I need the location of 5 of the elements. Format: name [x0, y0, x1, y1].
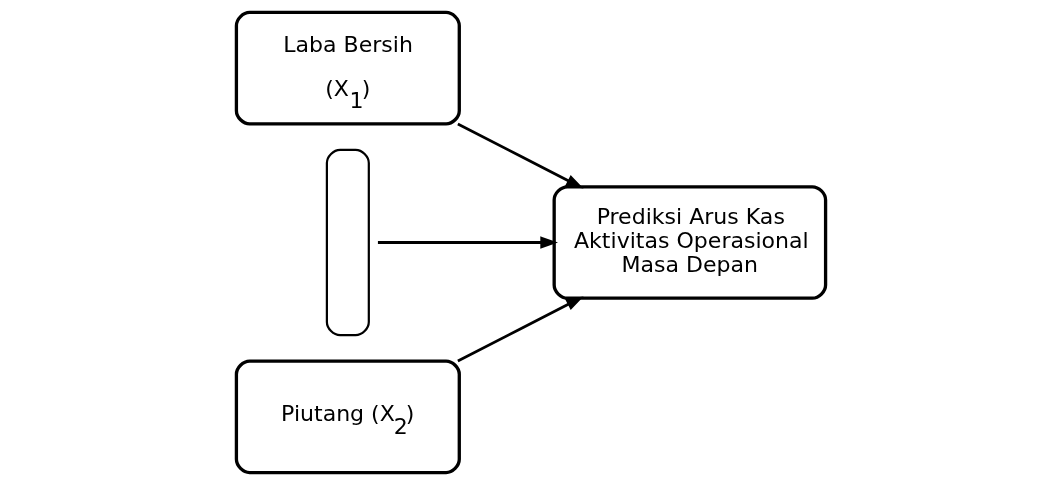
arrow — [457, 122, 584, 189]
node-bracket — [325, 148, 370, 337]
node-box: Prediksi Arus Kas Aktivitas Operasional Masa Depan — [552, 185, 828, 300]
arrow — [377, 236, 558, 249]
arrow — [457, 296, 584, 363]
